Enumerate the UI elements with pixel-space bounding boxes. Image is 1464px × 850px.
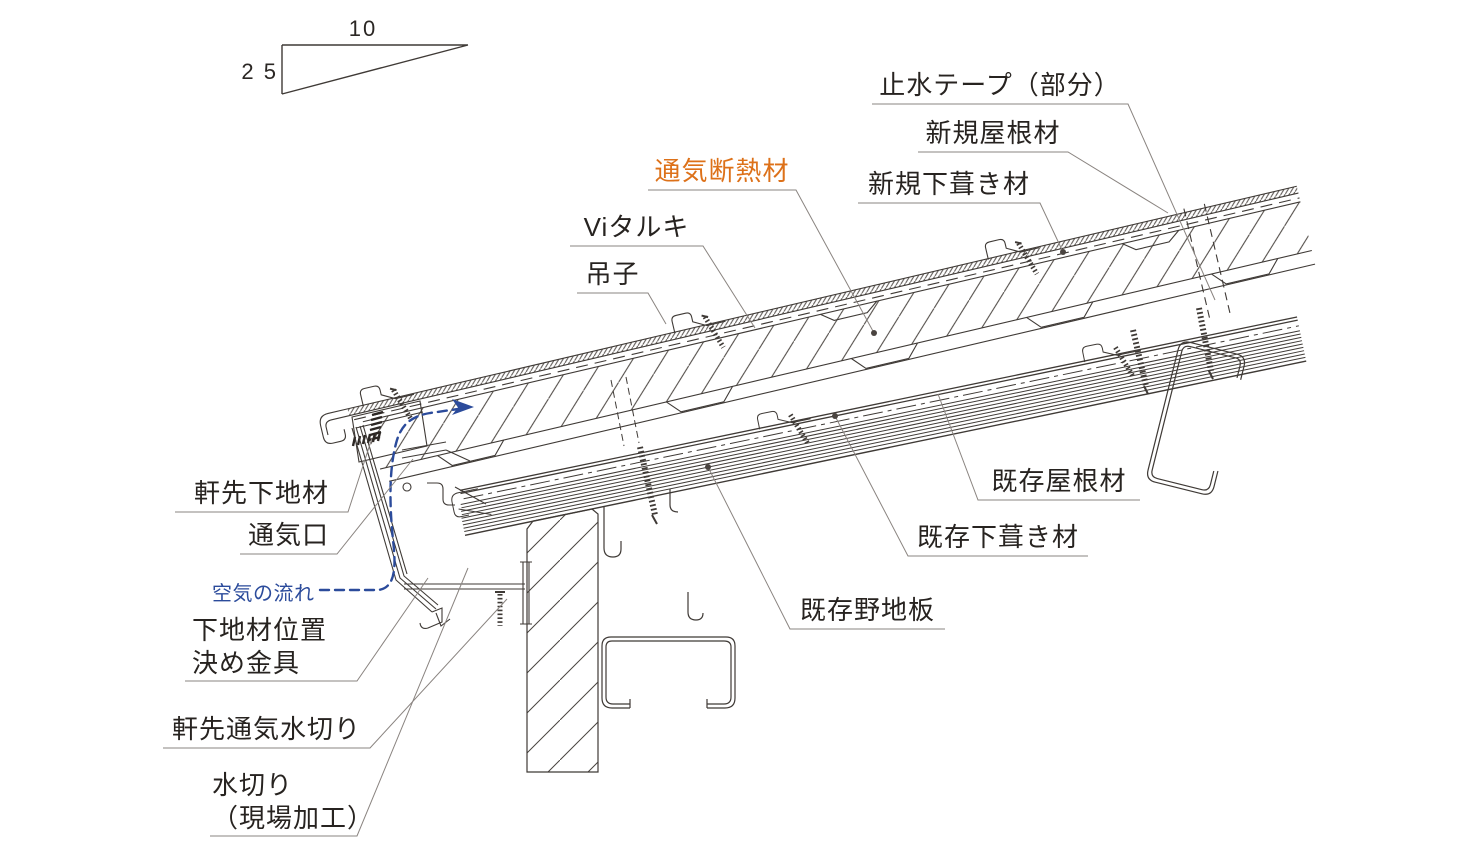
existing-underlayment-line [463, 325, 1299, 500]
air-flow-path [318, 399, 474, 592]
existing-roof-assembly [451, 316, 1307, 536]
eaves-vent-flashing-face [351, 424, 439, 613]
scale-rise-label: 2 5 [241, 59, 278, 84]
existing-eave-hook [451, 488, 478, 518]
label-base-positioning: 下地材位置 決め金具 [192, 614, 327, 680]
label-existing-underlay: 既存下葺き材 [916, 522, 1079, 552]
air-flow-arrowhead [452, 399, 474, 415]
fixing-screws [610, 307, 1214, 525]
scale-run-label: 10 [348, 16, 378, 41]
eave-drip-hook [319, 408, 350, 444]
new-roof-assembly [319, 185, 1316, 482]
new-underlayment-line [354, 197, 1300, 421]
label-site-flashing: 水切り （現場加工） [212, 769, 374, 835]
label-air-flow: 空気の流れ [212, 583, 315, 605]
hanger-clip [671, 312, 726, 349]
label-existing-roof: 既存屋根材 [991, 466, 1127, 496]
label-existing-deck: 既存野地板 [799, 595, 935, 625]
label-stop-water-tape: 止水テープ（部分） [879, 70, 1121, 100]
label-vent-opening: 通気口 [247, 520, 329, 550]
hanger-clip [1082, 343, 1136, 377]
existing-eave-fold [427, 482, 487, 506]
label-hanger-clip: 吊子 [585, 259, 640, 289]
label-new-underlay: 新規下葺き材 [867, 169, 1030, 199]
left-c-channel-purlin [601, 636, 736, 709]
slope-triangle [281, 44, 469, 95]
right-c-channel-purlin [1147, 341, 1246, 495]
label-vi-taruki: Viタルキ [583, 212, 690, 242]
label-eaves-base: 軒先下地材 [193, 478, 329, 508]
new-roofing-sheet [347, 186, 1299, 416]
label-site-flashing-line2: （現場加工） [212, 803, 375, 833]
label-base-positioning-line2: 決め金具 [192, 648, 301, 678]
label-new-roof: 新規屋根材 [925, 118, 1061, 148]
vent-opening-slats [401, 441, 471, 462]
label-site-flashing-line1: 水切り [212, 770, 294, 800]
leader-lines [163, 103, 1216, 837]
hanger-clip [984, 238, 1040, 276]
stop-water-tape-lines [1183, 203, 1231, 318]
positioning-bracket [404, 561, 532, 626]
hanger-bolts [603, 489, 704, 621]
label-base-positioning-line1: 下地材位置 [192, 615, 328, 645]
vent-insulation-layer [362, 201, 1312, 470]
existing-deck-stack [460, 330, 1307, 536]
label-eaves-vent-flashing: 軒先通気水切り [171, 714, 361, 744]
leader-dots [705, 249, 1066, 470]
fascia-wall [526, 508, 599, 773]
hanger-clip [359, 385, 415, 422]
hanger-clip [756, 410, 811, 445]
label-vent-insulation: 通気断熱材 [654, 156, 790, 186]
site-formed-flashing [419, 607, 451, 629]
